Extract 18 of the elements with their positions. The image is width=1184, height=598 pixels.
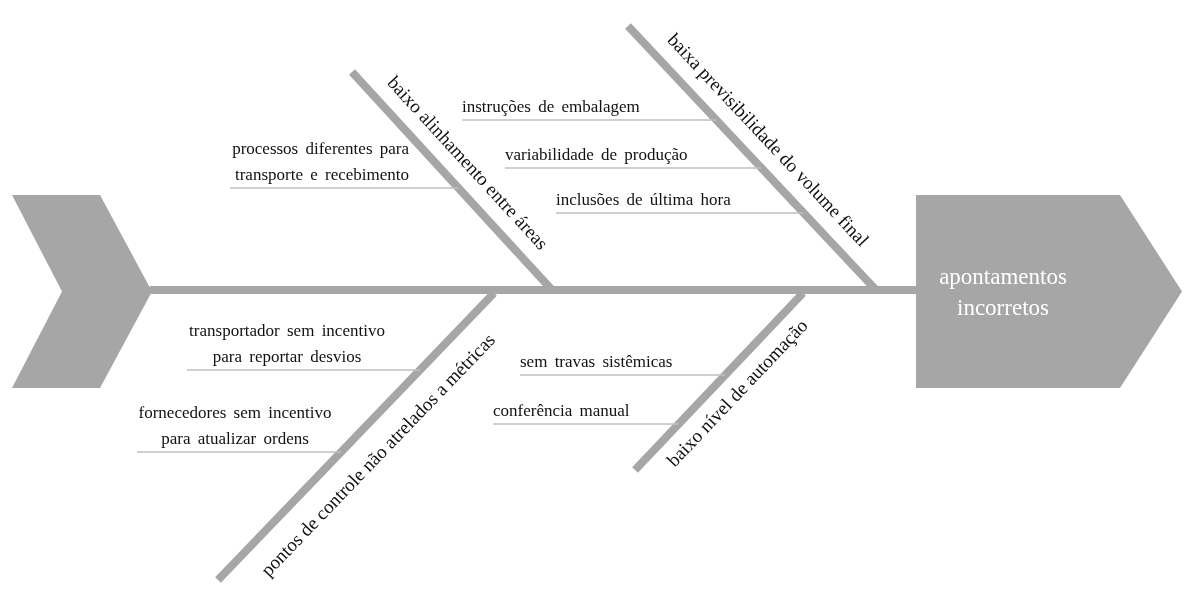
- cause-underline: [136, 451, 342, 453]
- cause-label: transportador sem incentivo para reportar desvios: [172, 318, 402, 370]
- cause-label: sem travas sistêmicas: [520, 349, 720, 375]
- cause-label: variabilidade de produção: [505, 142, 755, 168]
- cause-underline: [461, 119, 717, 121]
- cause-label: fornecedores sem incentivo para atualizar ordens: [130, 400, 340, 452]
- cause-underline: [504, 167, 763, 169]
- cause-underline: [492, 423, 680, 425]
- effect-arrow-box: apontamentos incorretos: [916, 195, 1182, 388]
- cause-label: processos diferentes para transporte e recebimento: [177, 136, 409, 188]
- cause-label: inclusões de última hora: [556, 187, 796, 213]
- cause-label: conferência manual: [493, 398, 663, 424]
- tail-chevron: [12, 195, 152, 388]
- cause-underline: [229, 187, 460, 189]
- cause-underline: [555, 212, 805, 214]
- cause-underline: [186, 369, 421, 371]
- spine-line: [150, 286, 917, 294]
- cause-underline: [519, 374, 726, 376]
